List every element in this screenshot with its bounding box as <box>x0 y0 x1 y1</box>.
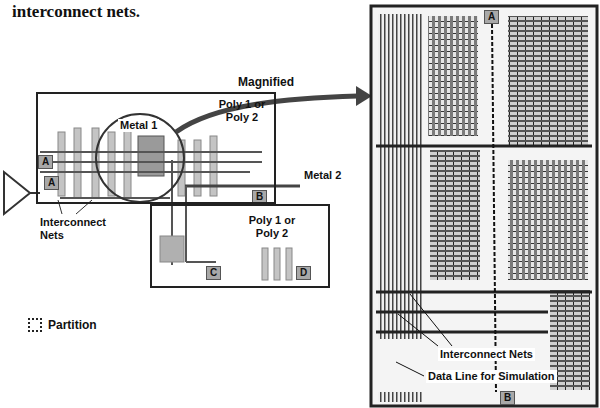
pin-label: B <box>252 190 267 204</box>
pin-label: A <box>44 176 59 190</box>
callout-label: Interconnect Nets <box>438 348 535 361</box>
pin-label: A <box>38 155 53 169</box>
partition-label: Poly 1 or Poly 2 <box>210 98 274 123</box>
legend-text: Partition <box>48 319 97 333</box>
pin-label: B <box>500 391 515 405</box>
callout-label: Data Line for Simulation <box>426 370 557 383</box>
callout-label: Interconnect Nets <box>38 216 116 241</box>
legend-swatch <box>28 318 42 332</box>
pin-label: C <box>206 266 221 280</box>
layer-label: Metal 2 <box>302 169 343 182</box>
magnified-label: Magnified <box>238 76 294 90</box>
layer-label: Metal 1 <box>118 119 159 132</box>
partition-label: Poly 1 or Poly 2 <box>236 214 308 239</box>
partition-box: Poly 1 or Poly 2 <box>150 204 330 288</box>
partition-box: Poly 1 or Poly 2 <box>36 92 276 204</box>
pin-label: A <box>484 10 499 24</box>
pin-label: D <box>296 266 311 280</box>
body-text: interconnect nets. <box>12 2 140 22</box>
